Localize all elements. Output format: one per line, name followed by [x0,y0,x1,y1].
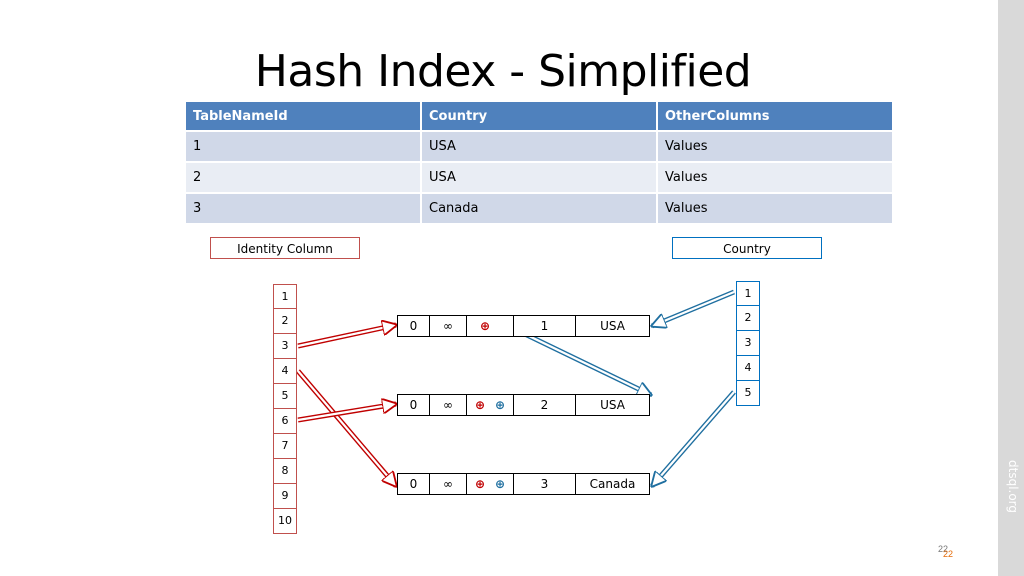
data-table: TableNameId Country OtherColumns 1 USA V… [184,100,894,225]
cell-id: 3 [184,192,422,225]
cell-country: Canada [420,192,658,225]
page-number-overlay: 22 [943,549,954,559]
bucket-pointers: ⊕ ⊕ [467,474,514,494]
page-number: 22 [938,544,949,554]
cell-id: 1 [184,130,422,163]
header-country: Country [420,100,658,132]
identity-cell: 2 [273,309,297,334]
blue-pointer-icon: ⊕ [495,477,506,491]
identity-cell: 9 [273,484,297,509]
country-label: Country [672,237,822,259]
hash-bucket-row: 0 ∞ ⊕ ⊕ 3 Canada [397,473,650,495]
header-othercolumns: OtherColumns [656,100,894,132]
country-cell: 1 [736,281,760,306]
identity-cell: 5 [273,384,297,409]
arrows-layer [296,289,736,576]
country-cell: 2 [736,306,760,331]
cell-country: USA [420,130,658,163]
identity-cell: 3 [273,334,297,359]
slide-sidebar: dtsql.org [998,0,1024,576]
header-tablenameid: TableNameId [184,100,422,132]
cell-values: Values [656,130,894,163]
bucket-id: 3 [514,474,576,494]
identity-column-label: Identity Column [210,237,360,259]
identity-cell: 8 [273,459,297,484]
red-arrows [296,325,396,486]
country-cell: 5 [736,381,760,406]
identity-cell: 6 [273,409,297,434]
table-header-row: TableNameId Country OtherColumns [184,100,894,132]
bucket-id: 2 [514,395,576,415]
table-row: 3 Canada Values [184,192,894,225]
slide-title: Hash Index - Simplified [254,46,752,97]
country-cell: 3 [736,331,760,356]
identity-column-stack: 1 2 3 4 5 6 7 8 9 10 [273,284,297,534]
blue-pointer-icon: ⊕ [495,398,506,412]
hash-bucket-row: 0 ∞ ⊕ ⊕ 2 USA [397,394,650,416]
table-row: 2 USA Values [184,161,894,194]
bucket-country: USA [600,398,625,412]
country-column-stack: 1 2 3 4 5 [736,281,760,406]
cell-country: USA [420,161,658,194]
sidebar-watermark: dtsql.org [1006,460,1020,514]
red-pointer-icon: ⊕ [474,477,485,491]
identity-cell: 10 [273,509,297,534]
country-cell: 4 [736,356,760,381]
hash-bucket-row: 0 ∞ ⊕ 1 USA [397,315,650,337]
cell-values: Values [656,192,894,225]
bucket-infinity: ∞ [430,316,467,336]
bucket-infinity: ∞ [430,474,467,494]
bucket-zero: 0 [398,474,430,494]
bucket-zero: 0 [398,395,430,415]
identity-cell: 1 [273,284,297,309]
bucket-zero: 0 [398,316,430,336]
bucket-infinity: ∞ [430,395,467,415]
bucket-country: USA [600,319,625,333]
bucket-pointers: ⊕ [467,316,514,336]
cell-values: Values [656,161,894,194]
identity-cell: 4 [273,359,297,384]
bucket-country: Canada [589,477,636,491]
identity-cell: 7 [273,434,297,459]
table-row: 1 USA Values [184,130,894,163]
red-pointer-icon: ⊕ [474,398,485,412]
bucket-pointers: ⊕ ⊕ [467,395,514,415]
red-pointer-icon: ⊕ [479,319,491,333]
bucket-id: 1 [514,316,576,336]
cell-id: 2 [184,161,422,194]
